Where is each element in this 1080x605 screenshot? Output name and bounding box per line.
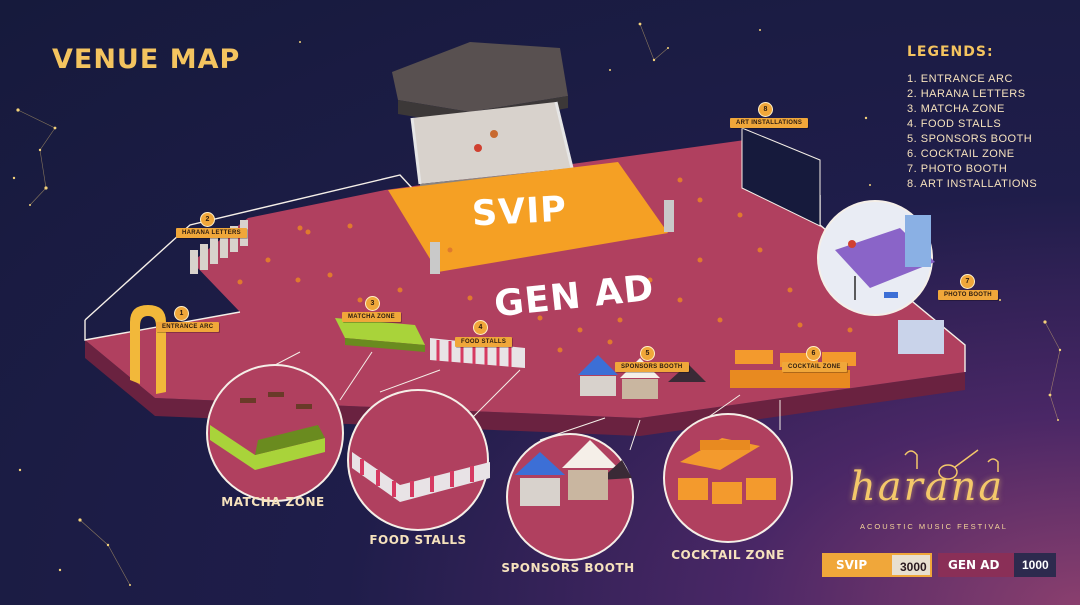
ticket-count: 1000: [1014, 553, 1056, 577]
legend-item: 6. COCKTAIL ZONE: [907, 148, 1015, 160]
matcha-zone-closeup: [206, 364, 344, 502]
photo-booth-closeup: [817, 200, 935, 316]
legend: LEGENDS: 1. ENTRANCE ARC 2. HARANA LETTE…: [907, 44, 1037, 192]
sponsors-booth-area: [578, 355, 706, 399]
speaker: [430, 242, 440, 274]
marker-label-art-installations[interactable]: ART INSTALLATIONS: [730, 118, 809, 128]
svip-zone: [388, 162, 668, 272]
festival-logo-tagline: ACOUSTIC MUSIC FESTIVAL: [860, 522, 1008, 531]
legend-item: 1. ENTRANCE ARC: [907, 73, 1013, 85]
ticket-name: SVIP: [822, 553, 890, 577]
cocktail-zone-closeup: [663, 413, 793, 543]
marker-label-sponsors-booth[interactable]: SPONSORS BOOTH: [615, 362, 689, 372]
legend-title: LEGENDS:: [907, 44, 994, 60]
festival-logo-name: harana: [850, 464, 1005, 510]
marker-pin-cocktail-zone[interactable]: 6: [806, 346, 821, 361]
matcha-zone-area: [335, 318, 425, 352]
marker-label-cocktail-zone[interactable]: COCKTAIL ZONE: [782, 362, 847, 372]
marker-label-harana-letters[interactable]: HARANA LETTERS: [176, 228, 247, 238]
marker-pin-art-installations[interactable]: 8: [758, 102, 773, 117]
photo-booth-area: [898, 320, 944, 354]
legend-item: 2. HARANA LETTERS: [907, 88, 1026, 100]
marker-pin-harana-letters[interactable]: 2: [200, 212, 215, 227]
venue-floor: [85, 140, 965, 418]
marker-pin-matcha-zone[interactable]: 3: [365, 296, 380, 311]
legend-item: 4. FOOD STALLS: [907, 118, 1002, 130]
legend-item: 5. SPONSORS BOOTH: [907, 133, 1033, 145]
art-installation-screen: [741, 127, 821, 227]
closeup-label-cocktail-zone: COCKTAIL ZONE: [671, 548, 785, 562]
svip-zone-label: SVIP: [471, 189, 568, 235]
marker-pin-sponsors-booth[interactable]: 5: [640, 346, 655, 361]
page-title: VENUE MAP: [52, 44, 241, 75]
legend-item: 3. MATCHA ZONE: [907, 103, 1005, 115]
food-stalls-closeup: [347, 389, 490, 531]
ticket-count: 3000: [890, 553, 932, 577]
closeup-label-sponsors-booth: SPONSORS BOOTH: [501, 561, 635, 575]
closeup-label-food-stalls: FOOD STALLS: [369, 533, 467, 547]
venue-boundary: [84, 174, 413, 321]
closeup-label-matcha-zone: MATCHA ZONE: [221, 495, 325, 509]
ticket-badge-svip: SVIP 3000: [822, 553, 932, 577]
festival-logo: harana ACOUSTIC MUSIC FESTIVAL: [838, 452, 1028, 542]
marker-pin-photo-booth[interactable]: 7: [960, 274, 975, 289]
legend-item: 7. PHOTO BOOTH: [907, 163, 1008, 175]
marker-label-food-stalls[interactable]: FOOD STALLS: [455, 337, 513, 347]
crowd: [237, 177, 853, 353]
guitar-icon: [904, 449, 999, 480]
marker-label-matcha-zone[interactable]: MATCHA ZONE: [342, 312, 401, 322]
marker-label-entrance-arc[interactable]: ENTRANCE ARC: [156, 322, 220, 332]
ticket-name: GEN AD: [938, 553, 1014, 577]
legend-item: 8. ART INSTALLATIONS: [907, 178, 1038, 190]
sponsors-booth-closeup: [506, 433, 634, 561]
marker-label-photo-booth[interactable]: PHOTO BOOTH: [938, 290, 998, 300]
marker-pin-food-stalls[interactable]: 4: [473, 320, 488, 335]
ticket-badge-gen-ad: GEN AD 1000: [938, 553, 1056, 577]
marker-pin-entrance-arc[interactable]: 1: [174, 306, 189, 321]
speaker: [664, 200, 674, 232]
